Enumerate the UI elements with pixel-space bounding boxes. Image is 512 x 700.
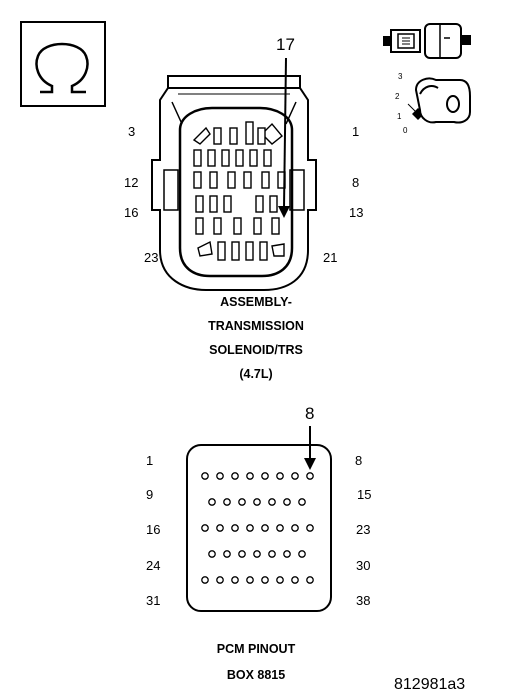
callout-arrow-8 [304, 426, 316, 470]
solenoid-terminal-grid [192, 121, 286, 261]
key-scale-3: 3 [398, 72, 403, 81]
callout-arrow-17 [278, 57, 290, 218]
caption-line-3: SOLENOID/TRS [209, 343, 303, 357]
pcm-pin-label-16: 16 [146, 522, 161, 537]
pcm-pin-label-15: 15 [357, 487, 372, 502]
pin-label-12: 12 [124, 175, 139, 190]
callout-number-8: 8 [305, 404, 315, 423]
pin-label-23: 23 [144, 250, 159, 265]
pcm-caption-line-2: BOX 8815 [226, 668, 286, 682]
pcm-pin-label-8: 8 [355, 453, 363, 468]
key-scale-1: 1 [397, 112, 402, 121]
pcm-pin-label-38: 38 [356, 593, 371, 608]
ohm-symbol-icon [20, 21, 106, 107]
key-scale-2: 2 [395, 92, 400, 101]
pcm-pin-label-9: 9 [146, 487, 154, 502]
caption-line-4: (4.7L) [239, 367, 273, 381]
probe-connector-icon [383, 23, 471, 59]
pin-label-21: 21 [323, 250, 338, 265]
pcm-pin-label-23: 23 [356, 522, 371, 537]
solenoid-connector-body [151, 75, 317, 291]
pcm-pin-label-31: 31 [146, 593, 161, 608]
pin-label-13: 13 [349, 205, 364, 220]
caption-line-2: TRANSMISSION [208, 319, 304, 333]
pin-label-3: 3 [128, 124, 136, 139]
callout-number-17: 17 [276, 35, 295, 54]
pcm-pin-label-30: 30 [356, 558, 371, 573]
pcm-pin-label-1: 1 [146, 453, 154, 468]
pcm-caption-line-1: PCM PINOUT [216, 642, 296, 656]
pcm-connector-body [186, 444, 332, 612]
pcm-pin-label-24: 24 [146, 558, 161, 573]
key-switch-icon [407, 77, 471, 124]
caption-line-1: ASSEMBLY- [220, 295, 292, 309]
pin-label-16: 16 [124, 205, 139, 220]
pin-label-8: 8 [352, 175, 360, 190]
pcm-pin-grid [201, 472, 314, 584]
key-scale-0: 0 [403, 126, 408, 135]
pin-label-1: 1 [352, 124, 360, 139]
figure-id: 812981a3 [394, 676, 466, 693]
